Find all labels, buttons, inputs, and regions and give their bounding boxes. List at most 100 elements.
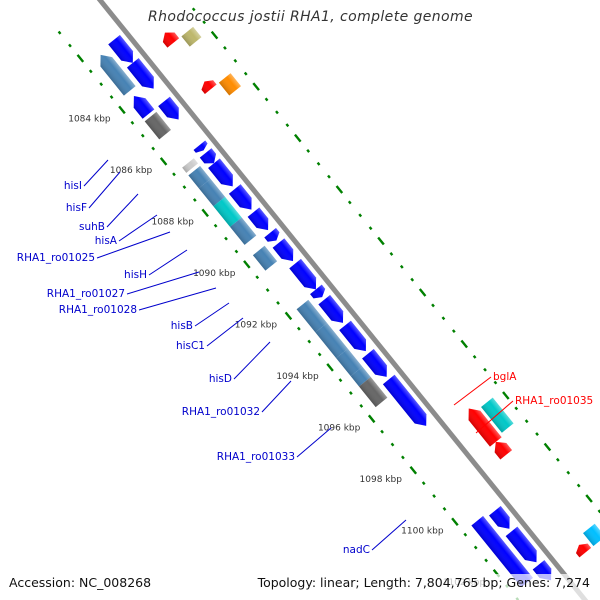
gene-feature[interactable] bbox=[193, 140, 210, 156]
gene-RHA1_ro01035[interactable] bbox=[463, 404, 502, 447]
gene-RHA1_ro01028[interactable] bbox=[336, 348, 363, 377]
gene-feature[interactable] bbox=[199, 77, 217, 94]
footer-bar: Accession: NC_008268 Topology: linear; L… bbox=[0, 574, 600, 600]
minor-tick bbox=[576, 483, 581, 488]
gene-feature[interactable] bbox=[159, 28, 180, 48]
label-leader-line bbox=[83, 159, 109, 187]
label-leader-line bbox=[261, 380, 292, 413]
major-tick bbox=[377, 236, 385, 246]
gene-shading bbox=[228, 184, 252, 210]
gene-feature[interactable] bbox=[247, 207, 274, 234]
major-tick bbox=[418, 288, 427, 297]
accession-label: Accession: NC_008268 bbox=[9, 575, 152, 590]
gene-RHA1_ro01025[interactable] bbox=[252, 245, 278, 271]
gene-feature[interactable] bbox=[573, 540, 592, 558]
label-leader-line bbox=[138, 287, 217, 311]
gene-feature[interactable] bbox=[158, 96, 184, 124]
gene-feature[interactable] bbox=[362, 349, 392, 382]
label-leader-line bbox=[475, 400, 514, 434]
gene-label-hisF[interactable]: hisF bbox=[66, 202, 87, 214]
gene-hisI[interactable] bbox=[188, 165, 211, 189]
gene-feature[interactable] bbox=[218, 73, 241, 96]
minor-tick bbox=[265, 288, 270, 293]
gene-label-hisB[interactable]: hisB bbox=[171, 320, 193, 332]
minor-tick bbox=[213, 223, 218, 228]
gene-hisH[interactable] bbox=[296, 299, 328, 333]
label-leader-line bbox=[453, 376, 492, 406]
minor-tick bbox=[172, 172, 176, 177]
gene-feature[interactable] bbox=[339, 320, 371, 356]
scale-tick-label: 1084 kbp bbox=[68, 114, 111, 124]
gene-label-RHA1_ro01025[interactable]: RHA1_ro01025 bbox=[17, 252, 95, 264]
minor-tick bbox=[68, 43, 72, 48]
minor-tick bbox=[202, 20, 207, 25]
minor-tick bbox=[243, 71, 248, 76]
gene-RHA1_ro01032[interactable] bbox=[489, 506, 515, 533]
gene-hisF[interactable] bbox=[198, 178, 226, 207]
gene-label-hisD[interactable]: hisD bbox=[209, 373, 232, 385]
label-leader-line bbox=[206, 317, 244, 347]
gene-feature[interactable] bbox=[182, 158, 198, 173]
minor-tick bbox=[130, 120, 135, 125]
gene-feature[interactable] bbox=[126, 58, 159, 93]
gene-hisD[interactable] bbox=[382, 374, 432, 431]
gene-feature[interactable] bbox=[318, 294, 348, 328]
gene-hisC1[interactable] bbox=[359, 377, 388, 408]
gene-feature[interactable] bbox=[144, 111, 171, 140]
gene-label-RHA1_ro01035[interactable]: RHA1_ro01035 bbox=[515, 395, 593, 407]
gene-label-RHA1_ro01028[interactable]: RHA1_ro01028 bbox=[59, 304, 137, 316]
gene-suhB[interactable] bbox=[213, 196, 242, 227]
gene-label-hisA[interactable]: hisA bbox=[95, 235, 118, 247]
gene-shading bbox=[489, 506, 510, 529]
gene-shading bbox=[576, 543, 592, 558]
gene-shading bbox=[505, 526, 537, 563]
gene-feature[interactable] bbox=[490, 437, 513, 460]
gene-label-suhB[interactable]: suhB bbox=[79, 221, 105, 233]
gene-feature[interactable] bbox=[181, 26, 202, 47]
gene-label-hisH[interactable]: hisH bbox=[124, 269, 147, 281]
minor-tick bbox=[555, 457, 560, 462]
gene-feature[interactable] bbox=[289, 258, 321, 294]
gene-feature[interactable] bbox=[310, 284, 328, 302]
gene-RHA1_ro01033[interactable] bbox=[505, 526, 543, 567]
gene-shading bbox=[382, 374, 427, 426]
gene-RHA1_ro01027[interactable] bbox=[315, 322, 348, 359]
gene-label-bglA[interactable]: bglA bbox=[493, 371, 517, 383]
gene-shading bbox=[158, 96, 179, 120]
gene-label-hisI[interactable]: hisI bbox=[64, 180, 82, 192]
label-leaders bbox=[83, 159, 514, 551]
major-tick bbox=[451, 517, 459, 527]
minor-tick bbox=[255, 275, 260, 280]
minor-tick bbox=[338, 378, 343, 383]
gene-hisA[interactable] bbox=[230, 217, 257, 245]
gene-feature[interactable] bbox=[583, 523, 600, 547]
gene-label-hisC1[interactable]: hisC1 bbox=[176, 340, 205, 352]
gene-nadC[interactable] bbox=[471, 516, 534, 588]
gene-label-nadC[interactable]: nadC bbox=[343, 544, 370, 556]
gene-feature[interactable] bbox=[272, 238, 299, 265]
major-tick bbox=[326, 363, 334, 372]
major-tick bbox=[284, 311, 293, 321]
gene-feature[interactable] bbox=[199, 148, 220, 168]
minor-tick bbox=[347, 200, 352, 205]
gene-feature[interactable] bbox=[264, 228, 282, 245]
minor-tick bbox=[389, 251, 394, 256]
gene-shading bbox=[289, 258, 317, 290]
gene-shading bbox=[181, 26, 202, 47]
minor-tick bbox=[431, 303, 435, 308]
gene-label-RHA1_ro01033[interactable]: RHA1_ro01033 bbox=[217, 451, 295, 463]
gene-hisB[interactable] bbox=[350, 366, 371, 387]
gene-label-RHA1_ro01032[interactable]: RHA1_ro01032 bbox=[182, 406, 260, 418]
label-leader-line bbox=[106, 193, 139, 228]
gene-feature[interactable] bbox=[128, 91, 155, 119]
gene-feature[interactable] bbox=[95, 50, 136, 96]
gene-feature[interactable] bbox=[108, 34, 138, 68]
minor-tick bbox=[493, 380, 498, 385]
gene-feature[interactable] bbox=[208, 158, 238, 192]
minor-tick bbox=[234, 249, 239, 254]
gene-feature[interactable] bbox=[228, 184, 257, 214]
minor-tick bbox=[264, 97, 269, 102]
minor-tick bbox=[473, 545, 478, 550]
gene-label-RHA1_ro01027[interactable]: RHA1_ro01027 bbox=[47, 288, 125, 300]
